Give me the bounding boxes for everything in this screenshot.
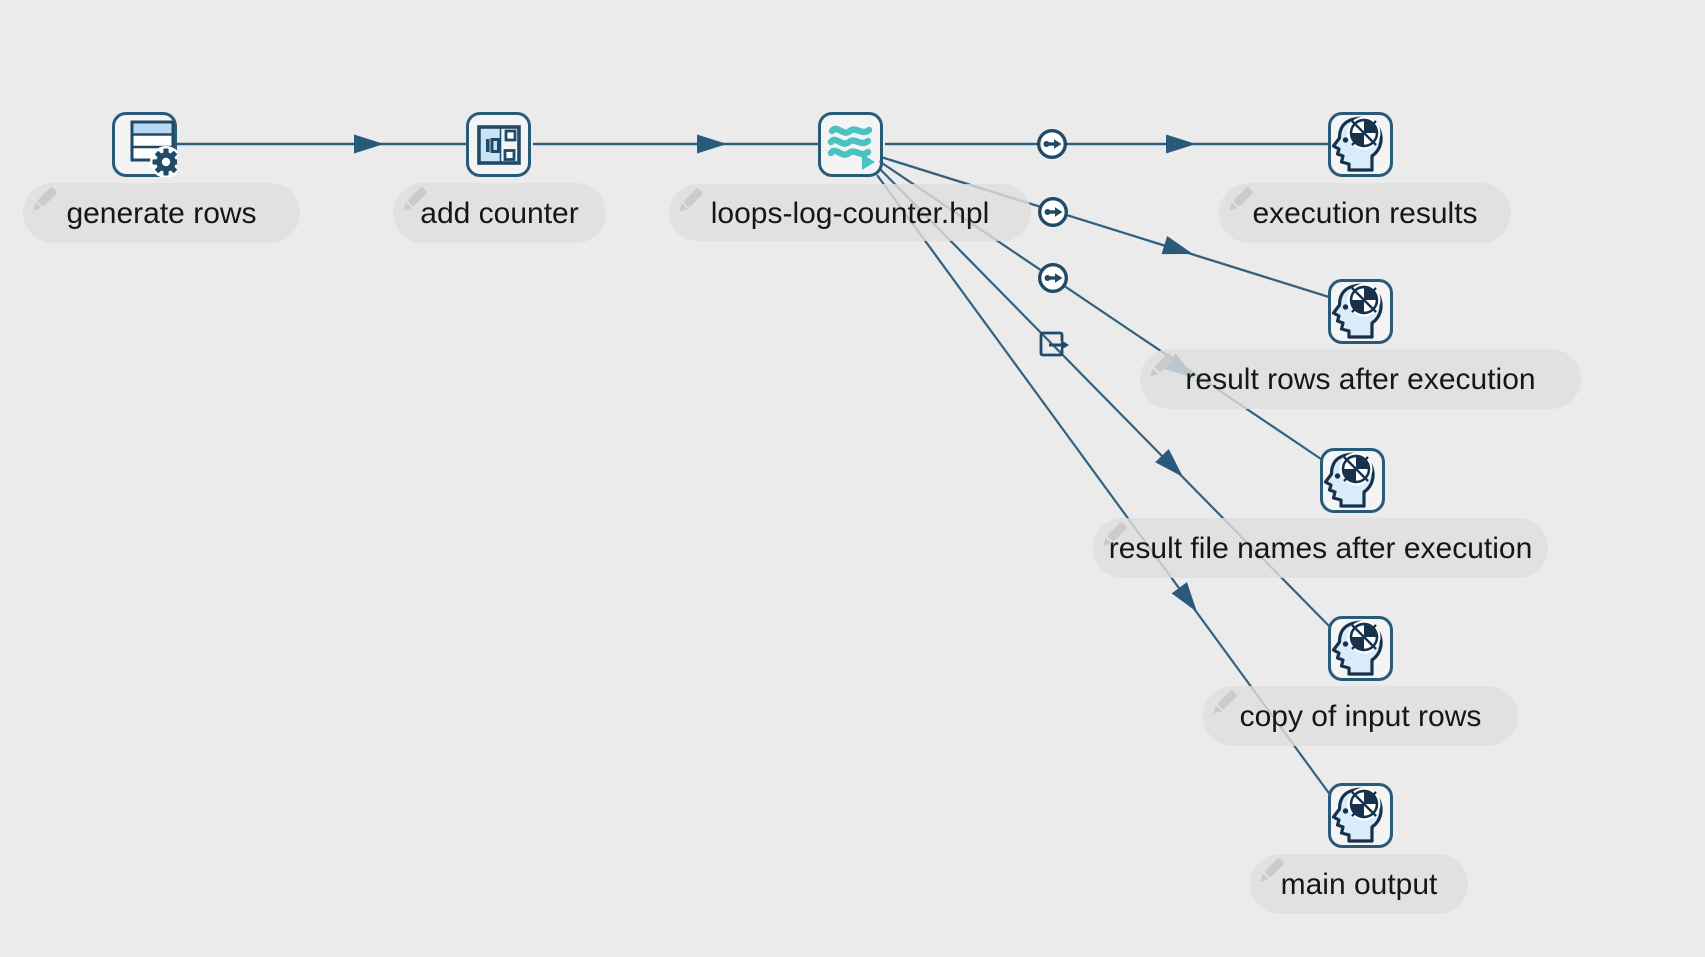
hop-pipeline-to-result-rows[interactable] (880, 155, 1330, 299)
dummy-head-icon (1328, 279, 1393, 344)
dummy-head-icon (1328, 112, 1393, 177)
step-label: result file names after execution (1108, 532, 1533, 565)
step-label: copy of input rows (1239, 700, 1482, 733)
step-copy-of-input-rows[interactable] (1328, 616, 1393, 681)
label-result-rows[interactable]: result rows after execution (1140, 349, 1581, 409)
label-main-output[interactable]: main output (1250, 854, 1468, 914)
step-label: result rows after execution (1185, 363, 1536, 396)
step-label: add counter (420, 197, 579, 230)
step-label: loops-log-counter.hpl (710, 196, 990, 230)
edit-pencil-icon[interactable] (1255, 855, 1287, 887)
edit-pencil-icon[interactable] (1145, 350, 1177, 382)
label-result-file-names[interactable]: result file names after execution (1093, 518, 1548, 578)
edit-pencil-icon[interactable] (1098, 519, 1130, 551)
gear-icon (152, 148, 177, 176)
edit-pencil-icon[interactable] (28, 184, 60, 216)
label-pipeline-executor[interactable]: loops-log-counter.hpl (669, 184, 1031, 241)
step-main-output[interactable] (1328, 783, 1393, 848)
play-icon (862, 154, 875, 170)
dummy-head-icon (1320, 448, 1385, 513)
label-add-counter[interactable]: add counter (393, 183, 606, 243)
circle-arrow-icon[interactable] (1036, 128, 1068, 160)
dummy-head-icon (1328, 783, 1393, 848)
generate-rows-icon (130, 120, 177, 177)
label-copy-of-input-rows[interactable]: copy of input rows (1203, 686, 1518, 746)
step-execution-results[interactable] (1328, 112, 1393, 177)
step-pipeline-executor[interactable] (818, 112, 883, 177)
step-result-rows[interactable] (1328, 279, 1393, 344)
step-result-file-names[interactable] (1320, 448, 1385, 513)
circle-arrow-icon[interactable] (1037, 262, 1069, 294)
edit-pencil-icon[interactable] (674, 185, 706, 217)
step-add-counter[interactable] (466, 112, 531, 177)
edit-pencil-icon[interactable] (1208, 687, 1240, 719)
square-arrow-out-icon[interactable] (1039, 331, 1069, 357)
edit-pencil-icon[interactable] (398, 184, 430, 216)
circle-arrow-icon[interactable] (1037, 196, 1069, 228)
pipeline-executor-icon (827, 125, 875, 170)
dummy-head-icon (1328, 616, 1393, 681)
step-generate-rows[interactable] (112, 112, 177, 177)
label-execution-results[interactable]: execution results (1219, 183, 1511, 243)
edit-pencil-icon[interactable] (1224, 184, 1256, 216)
step-label: generate rows (66, 197, 257, 230)
step-label: execution results (1252, 197, 1478, 230)
step-label: main output (1280, 868, 1438, 901)
label-generate-rows[interactable]: generate rows (23, 183, 300, 243)
hop-arrowheads (354, 134, 1197, 612)
add-counter-icon (477, 125, 521, 165)
